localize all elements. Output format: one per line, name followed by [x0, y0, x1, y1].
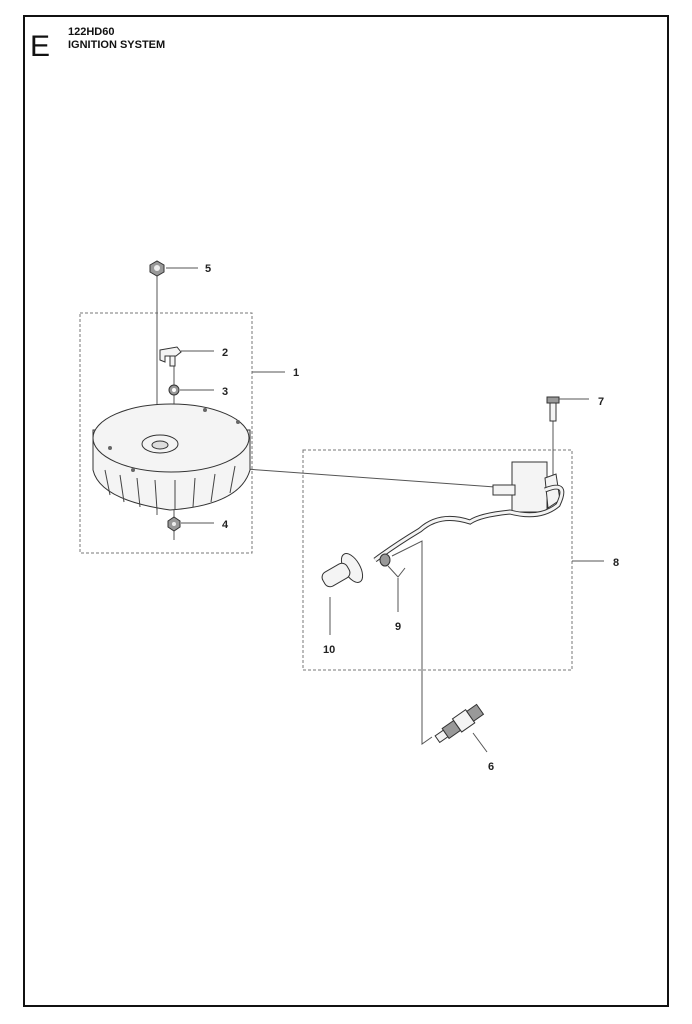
- page-frame: [23, 15, 669, 1007]
- callout-3: 3: [222, 386, 228, 398]
- key-part-2[interactable]: [159, 346, 182, 367]
- callout-9: 9: [395, 621, 401, 633]
- connection-line: [217, 466, 496, 488]
- spark-plug-cap-part-10[interactable]: [320, 550, 367, 589]
- spark-plug-part-6[interactable]: [433, 703, 485, 746]
- ignition-module-group-box: [302, 449, 573, 671]
- connection-line: [391, 540, 433, 745]
- flywheel-group-box: [79, 312, 253, 554]
- screw-part-7[interactable]: [546, 396, 560, 422]
- callout-4: 4: [222, 519, 229, 531]
- callout-2: 2: [222, 347, 228, 359]
- ignition-module[interactable]: [373, 461, 565, 563]
- callout-10: 10: [323, 644, 335, 656]
- flywheel[interactable]: [92, 403, 251, 511]
- spring-part-9[interactable]: [379, 553, 406, 578]
- section-title: IGNITION SYSTEM: [68, 39, 165, 51]
- nut-part-5[interactable]: [149, 260, 165, 277]
- nut-part-4[interactable]: [167, 516, 181, 532]
- callout-5: 5: [205, 263, 211, 275]
- washer-part-3[interactable]: [168, 384, 180, 396]
- model-number: 122HD60: [68, 26, 114, 38]
- callout-6: 6: [488, 761, 494, 773]
- callout-1: 1: [293, 367, 299, 379]
- callout-8: 8: [613, 557, 619, 569]
- section-letter: E: [30, 30, 50, 63]
- callout-7: 7: [598, 396, 604, 408]
